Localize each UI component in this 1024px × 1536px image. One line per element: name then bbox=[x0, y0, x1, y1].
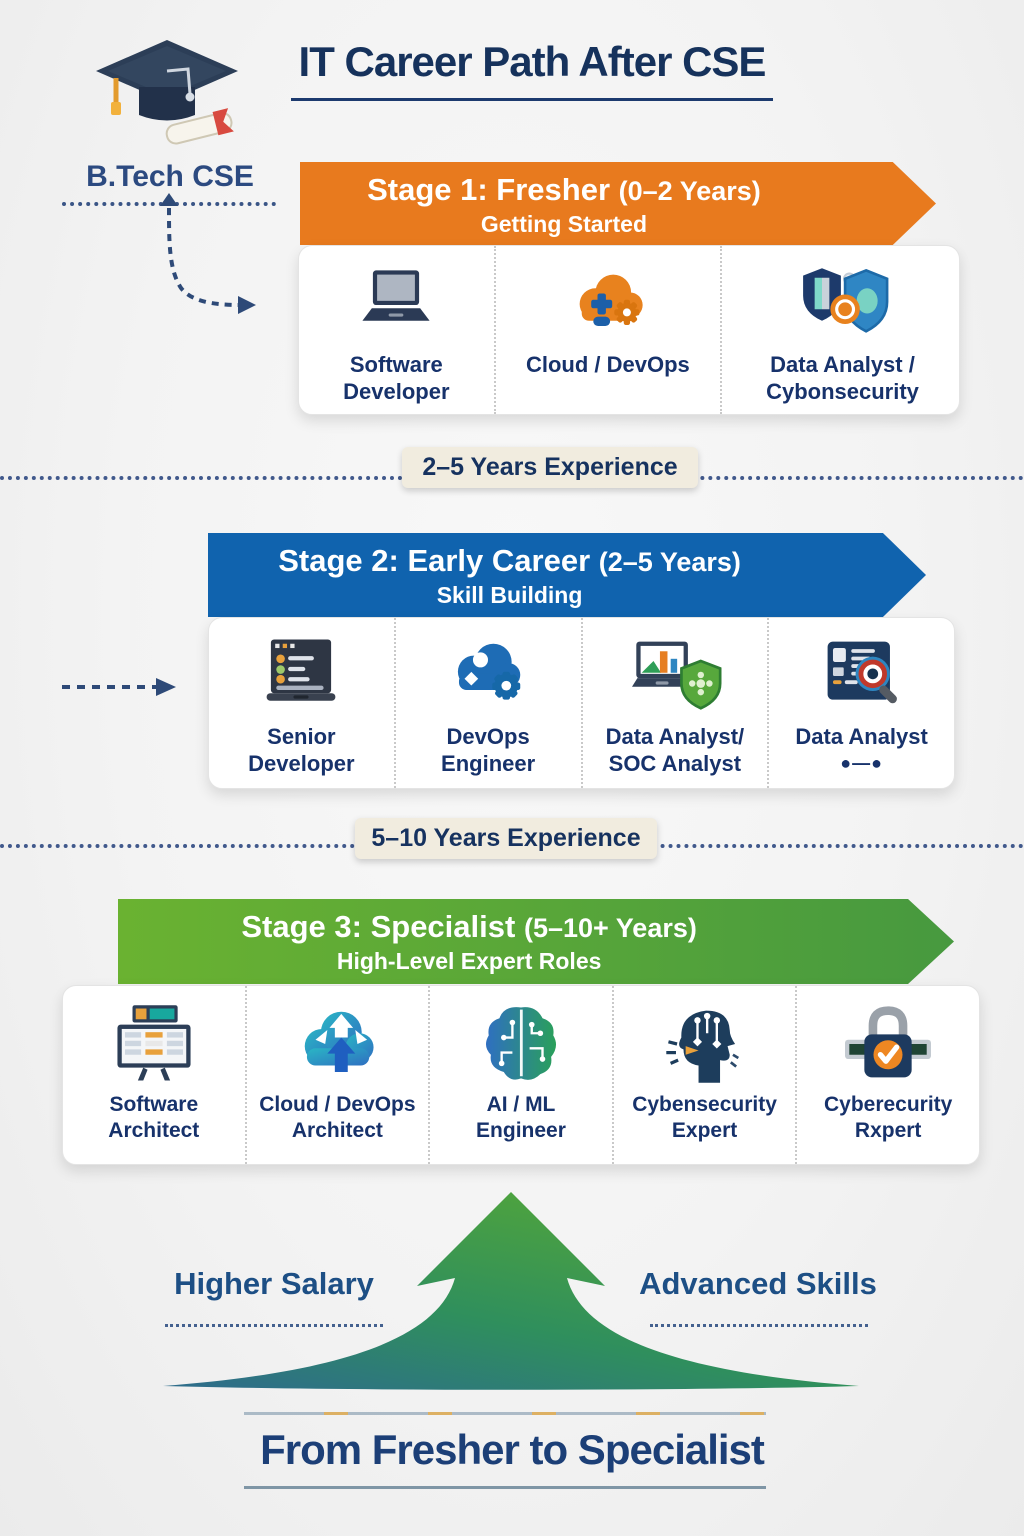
graduation-cap-icon bbox=[96, 40, 238, 145]
cloud-gear-icon bbox=[458, 643, 521, 700]
head-circuit-icon bbox=[665, 1010, 739, 1083]
cloud-arrows-icon bbox=[305, 1011, 374, 1072]
experience-badge-2: 5–10 Years Experience bbox=[355, 818, 657, 859]
growth-arrow-icon bbox=[163, 1192, 859, 1390]
role-cloud-devops-architect: Cloud / DevOps Architect bbox=[244, 986, 429, 1164]
role-cybersecurity-expert: Cybensecurity Expert bbox=[611, 986, 796, 1164]
role-software-architect: Software Architect bbox=[63, 986, 245, 1164]
stage3-banner: Stage 3: Specialist (5–10+ Years) High-L… bbox=[118, 899, 954, 984]
role-data-analyst-cybersecurity: Data Analyst / Cybonsecurity bbox=[720, 246, 963, 414]
padlock-check-icon bbox=[845, 1006, 932, 1078]
stage2-banner: Stage 2: Early Career (2–5 Years) Skill … bbox=[208, 533, 926, 617]
dashed-arrow-icon bbox=[62, 678, 176, 696]
role-senior-developer: Senior Developer bbox=[209, 618, 394, 788]
higher-salary-label: Higher Salary bbox=[174, 1266, 374, 1301]
experience-badge-1: 2–5 Years Experience bbox=[402, 447, 698, 488]
stage3-years: (5–10+ Years) bbox=[523, 913, 697, 943]
curved-path-arrow-icon bbox=[160, 193, 256, 314]
dashboard-monitor-icon bbox=[117, 1005, 191, 1081]
role-cybersecurity-expert-2: Cyberecurity Rxpert bbox=[795, 986, 979, 1164]
stage1-subtitle: Getting Started bbox=[480, 210, 647, 237]
role-devops-engineer: DevOps Engineer bbox=[393, 618, 581, 788]
footer-top-rule bbox=[244, 1412, 766, 1415]
role-data-analyst-soc: Data Analyst/ SOC Analyst bbox=[580, 618, 768, 788]
degree-label: B.Tech CSE bbox=[86, 160, 254, 193]
stage2-title: Stage 2: Early Career bbox=[278, 543, 591, 578]
role-software-developer: Software Developer bbox=[299, 246, 494, 414]
stage1-banner: Stage 1: Fresher (0–2 Years) Getting Sta… bbox=[300, 162, 936, 245]
stage2-subtitle: Skill Building bbox=[436, 581, 583, 608]
salary-dotted-underline bbox=[165, 1324, 383, 1327]
laptop-icon bbox=[362, 270, 430, 321]
role-data-analyst: Data Analyst ●—● bbox=[767, 618, 954, 788]
brain-circuit-icon bbox=[485, 1007, 556, 1080]
security-shields-icon bbox=[802, 268, 888, 333]
chart-shield-icon bbox=[631, 641, 722, 710]
role-ai-ml-engineer: AI / ML Engineer bbox=[428, 986, 612, 1164]
stage1-roles-card: Software Developer bbox=[298, 245, 960, 415]
stage3-subtitle: High-Level Expert Roles bbox=[336, 947, 602, 974]
magnifier-report-icon bbox=[827, 641, 897, 704]
footer-title: From Fresher to Specialist bbox=[260, 1426, 765, 1473]
page-title: IT Career Path After CSE bbox=[290, 38, 774, 101]
code-window-icon bbox=[266, 639, 336, 701]
footer-bottom-rule bbox=[244, 1486, 766, 1489]
role-cloud-devops: Cloud / DevOps bbox=[493, 246, 720, 414]
skills-dotted-underline bbox=[650, 1324, 868, 1327]
stage3-roles-card: Software Architect bbox=[62, 985, 980, 1165]
stage2-roles-card: Senior Developer bbox=[208, 617, 955, 789]
data-flow-glyph: ●—● bbox=[840, 752, 883, 773]
advanced-skills-label: Advanced Skills bbox=[639, 1266, 877, 1301]
stage1-title: Stage 1: Fresher bbox=[367, 172, 611, 207]
stage1-years: (0–2 Years) bbox=[618, 176, 761, 206]
stage3-title: Stage 3: Specialist bbox=[241, 909, 516, 944]
cloud-devops-icon bbox=[579, 274, 643, 327]
stage2-years: (2–5 Years) bbox=[598, 547, 741, 577]
